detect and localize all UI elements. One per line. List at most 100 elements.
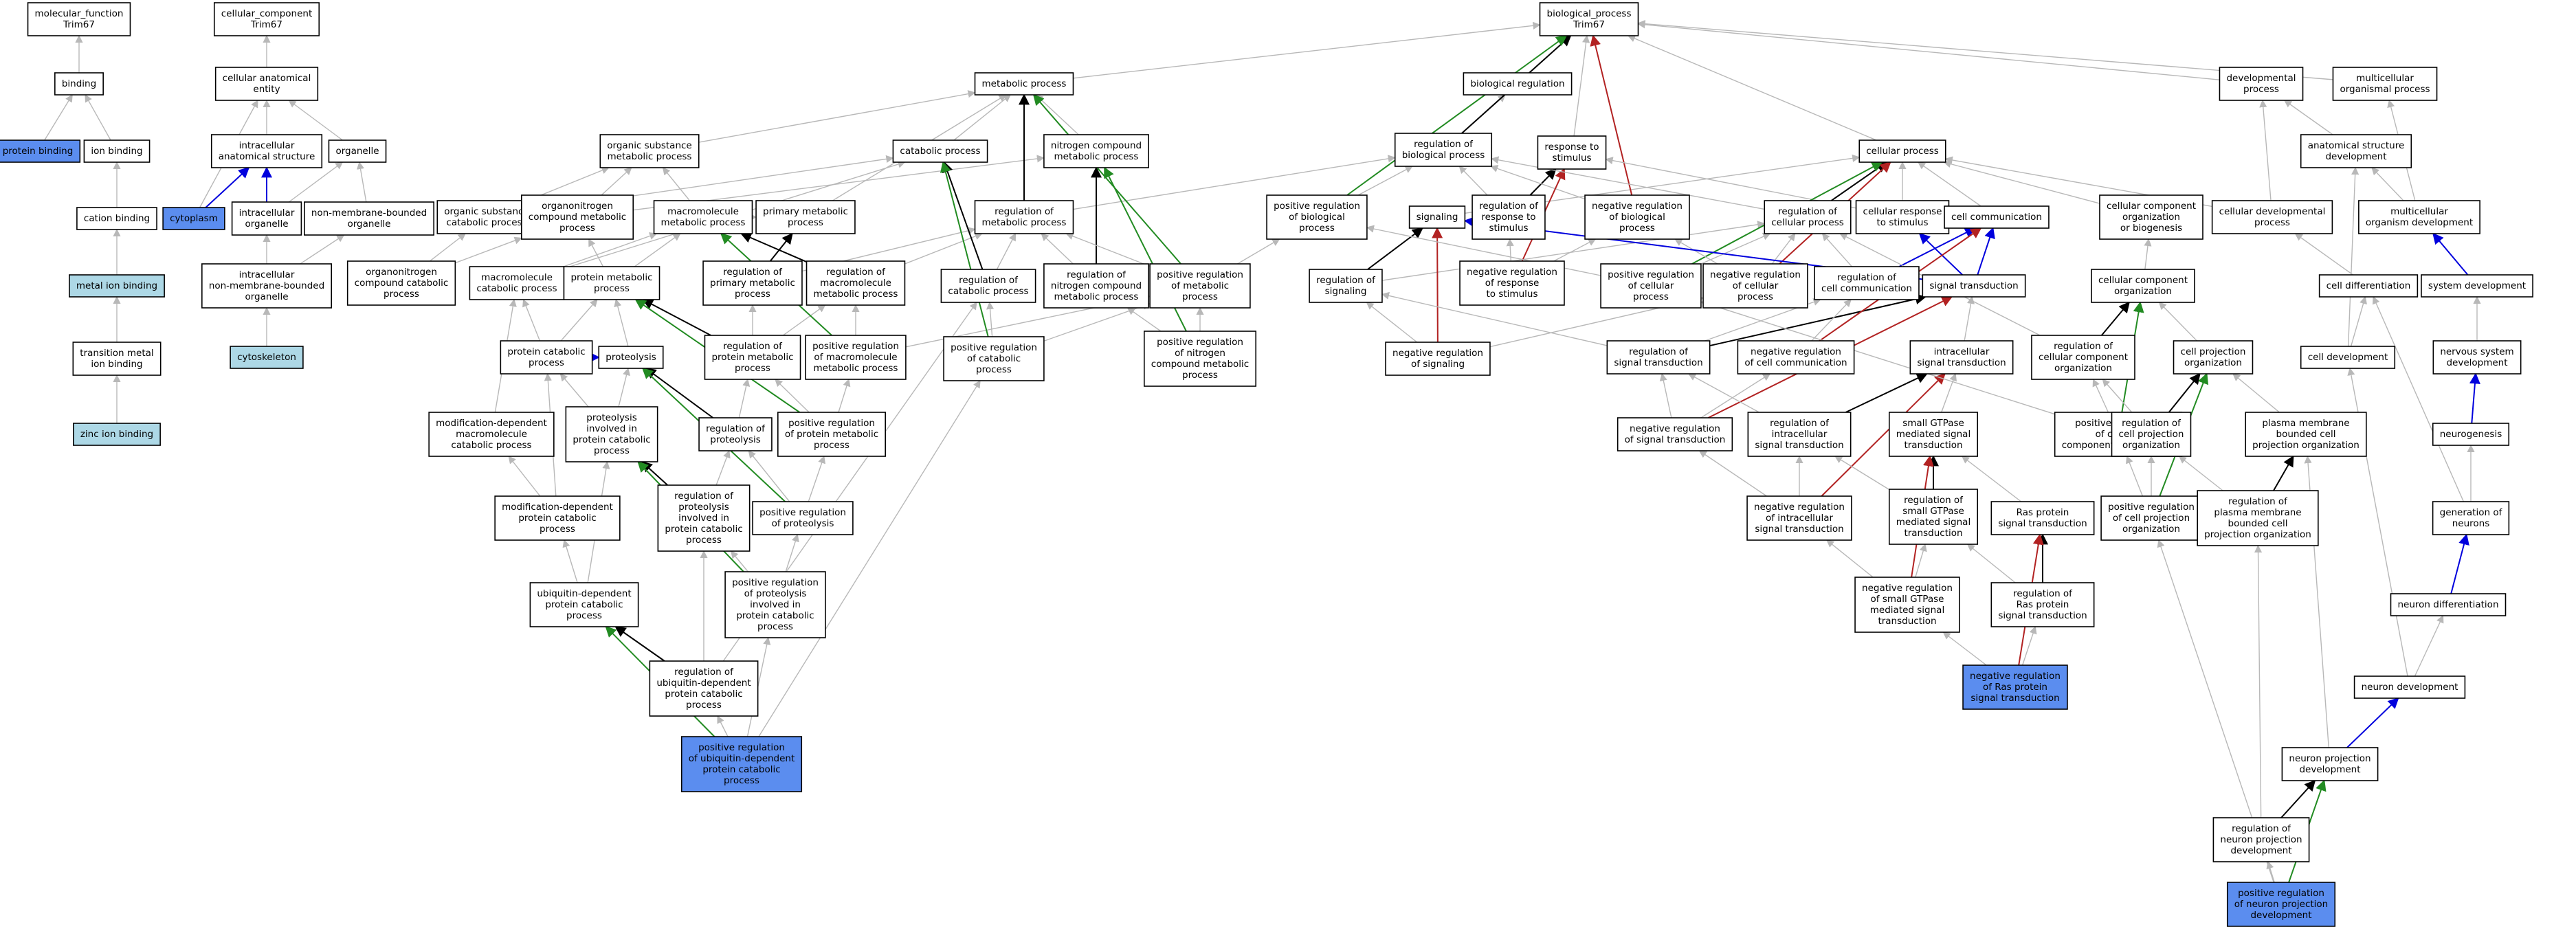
go-term-node-cell-diff[interactable]: cell differentiation <box>2318 274 2419 298</box>
go-term-node-binding[interactable]: binding <box>54 72 104 96</box>
go-term-node-protein-binding[interactable]: protein binding <box>0 139 81 163</box>
go-term-node-cytoplasm[interactable]: cytoplasm <box>162 207 225 230</box>
go-term-node-sys-dev[interactable]: system development <box>2421 274 2533 298</box>
go-term-node-reg-udpcp[interactable]: regulation ofubiquitin-dependentprotein … <box>649 660 759 717</box>
go-term-node-catabolic[interactable]: catabolic process <box>892 139 988 163</box>
go-term-node-cytoskeleton[interactable]: cytoskeleton <box>230 346 304 369</box>
go-term-node-neuron-dev[interactable]: neuron development <box>2353 675 2466 699</box>
go-term-node-metal-ion[interactable]: metal ion binding <box>69 274 165 298</box>
go-term-node-bio-reg[interactable]: biological regulation <box>1463 72 1573 96</box>
go-term-node-sig-trans[interactable]: signal transduction <box>1922 274 2026 298</box>
go-term-node-signaling[interactable]: signaling <box>1408 205 1466 229</box>
go-term-node-organelle[interactable]: organelle <box>328 139 387 163</box>
go-term-node-inmbo[interactable]: intracellularnon-membrane-boundedorganel… <box>201 263 332 309</box>
go-term-node-mdmcp[interactable]: modification-dependentmacromoleculecatab… <box>428 412 555 457</box>
go-term-node-metabolic[interactable]: metabolic process <box>974 72 1074 96</box>
go-term-node-cell-dev[interactable]: cell development <box>2300 346 2396 369</box>
go-term-node-neuron-diff[interactable]: neuron differentiation <box>2390 593 2507 616</box>
go-term-node-cellular[interactable]: cellular process <box>1858 139 1946 163</box>
go-term-node-proteolysis[interactable]: proteolysis <box>598 346 664 369</box>
go-term-node-cation-binding[interactable]: cation binding <box>76 207 157 230</box>
go-term-node-neurogenesis[interactable]: neurogenesis <box>2432 423 2510 446</box>
go-term-node-zinc[interactable]: zinc ion binding <box>73 423 161 446</box>
